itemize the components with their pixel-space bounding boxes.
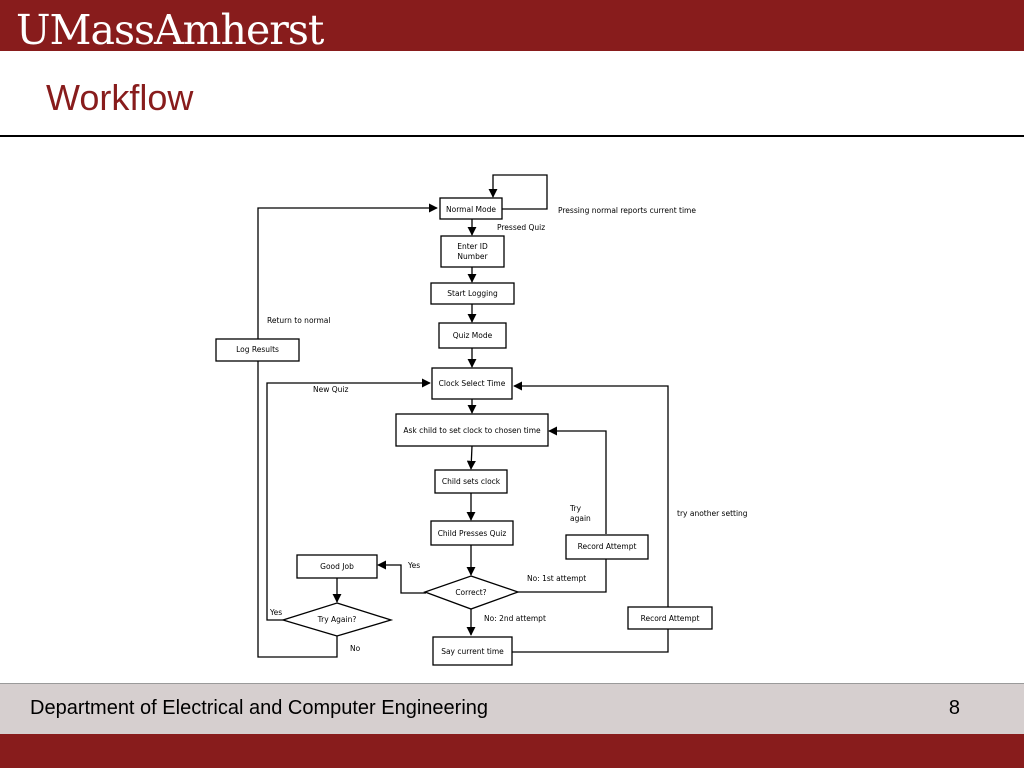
svg-text:Record Attempt: Record Attempt bbox=[641, 614, 700, 623]
node-try-again-decision: Try Again? bbox=[280, 602, 394, 637]
node-normal-mode: Normal Mode bbox=[439, 197, 503, 220]
node-correct-decision: Correct? bbox=[423, 575, 520, 610]
svg-text:Enter ID: Enter ID bbox=[457, 242, 488, 251]
label-return-to-normal: Return to normal bbox=[267, 316, 330, 325]
node-ask-child: Ask child to set clock to chosen time bbox=[395, 413, 549, 447]
edge-try-again-yes-to-clock bbox=[266, 378, 431, 621]
label-pressing-normal: Pressing normal reports current time bbox=[558, 206, 696, 215]
edge-normal-self-loop bbox=[488, 174, 548, 210]
svg-text:Quiz Mode: Quiz Mode bbox=[453, 331, 493, 340]
label-try: Try bbox=[569, 504, 582, 513]
bottom-bar bbox=[0, 734, 1024, 768]
department-name: Department of Electrical and Computer En… bbox=[30, 697, 489, 719]
node-start-logging: Start Logging bbox=[430, 282, 515, 305]
title-divider bbox=[0, 135, 1024, 137]
node-enter-id: Enter ID Number bbox=[440, 235, 505, 268]
edge-record-to-ask bbox=[548, 426, 607, 534]
svg-text:Child sets clock: Child sets clock bbox=[442, 477, 501, 486]
node-say-current-time: Say current time bbox=[432, 636, 513, 666]
label-yes-try-again: Yes bbox=[269, 608, 282, 617]
label-again: again bbox=[570, 514, 591, 523]
svg-text:Start Logging: Start Logging bbox=[447, 289, 498, 298]
header-bar: UMassAmherst bbox=[0, 0, 1024, 54]
node-record-attempt-2: Record Attempt bbox=[627, 606, 713, 630]
edges bbox=[257, 174, 669, 658]
node-clock-select-time: Clock Select Time bbox=[431, 367, 513, 400]
label-no-first-attempt: No: 1st attempt bbox=[527, 574, 586, 583]
edge-try-again-no-to-normal bbox=[257, 203, 438, 658]
svg-text:Correct?: Correct? bbox=[455, 588, 486, 597]
edge-correct-no1-to-record bbox=[518, 559, 607, 593]
svg-text:Log Results: Log Results bbox=[236, 345, 279, 354]
node-child-sets-clock: Child sets clock bbox=[434, 469, 508, 494]
footer-bar: Department of Electrical and Computer En… bbox=[0, 683, 1024, 734]
label-no-try-again: No bbox=[350, 644, 361, 653]
page-number: 8 bbox=[948, 697, 960, 719]
svg-text:Ask child to set clock to chos: Ask child to set clock to chosen time bbox=[403, 426, 541, 435]
node-good-job: Good Job bbox=[296, 554, 378, 579]
slide-title: Workflow bbox=[46, 77, 194, 118]
svg-text:Child Presses Quiz: Child Presses Quiz bbox=[438, 529, 507, 538]
label-pressed-quiz: Pressed Quiz bbox=[497, 223, 545, 232]
label-new-quiz: New Quiz bbox=[313, 385, 348, 394]
node-child-presses-quiz: Child Presses Quiz bbox=[430, 520, 514, 546]
svg-text:Clock Select Time: Clock Select Time bbox=[439, 379, 506, 388]
svg-text:Try Again?: Try Again? bbox=[317, 615, 357, 624]
svg-text:Good Job: Good Job bbox=[320, 562, 354, 571]
svg-text:Record Attempt: Record Attempt bbox=[578, 542, 637, 551]
label-no-second-attempt: No: 2nd attempt bbox=[484, 614, 546, 623]
svg-text:Number: Number bbox=[457, 252, 488, 261]
edge-record2-to-clock-select bbox=[513, 381, 669, 607]
edge-say-time-to-record2 bbox=[512, 629, 669, 653]
edge-ask-to-child-sets bbox=[466, 445, 476, 470]
node-log-results: Log Results bbox=[215, 338, 300, 362]
svg-text:Say current time: Say current time bbox=[441, 647, 504, 656]
edge-correct-yes-to-good-job bbox=[377, 560, 426, 594]
label-try-another-setting: try another setting bbox=[677, 509, 748, 518]
svg-text:Normal Mode: Normal Mode bbox=[446, 205, 496, 214]
node-record-attempt-1: Record Attempt bbox=[565, 534, 649, 560]
label-yes-correct: Yes bbox=[407, 561, 420, 570]
node-quiz-mode: Quiz Mode bbox=[438, 322, 507, 349]
umass-logo: UMassAmherst bbox=[16, 6, 324, 54]
